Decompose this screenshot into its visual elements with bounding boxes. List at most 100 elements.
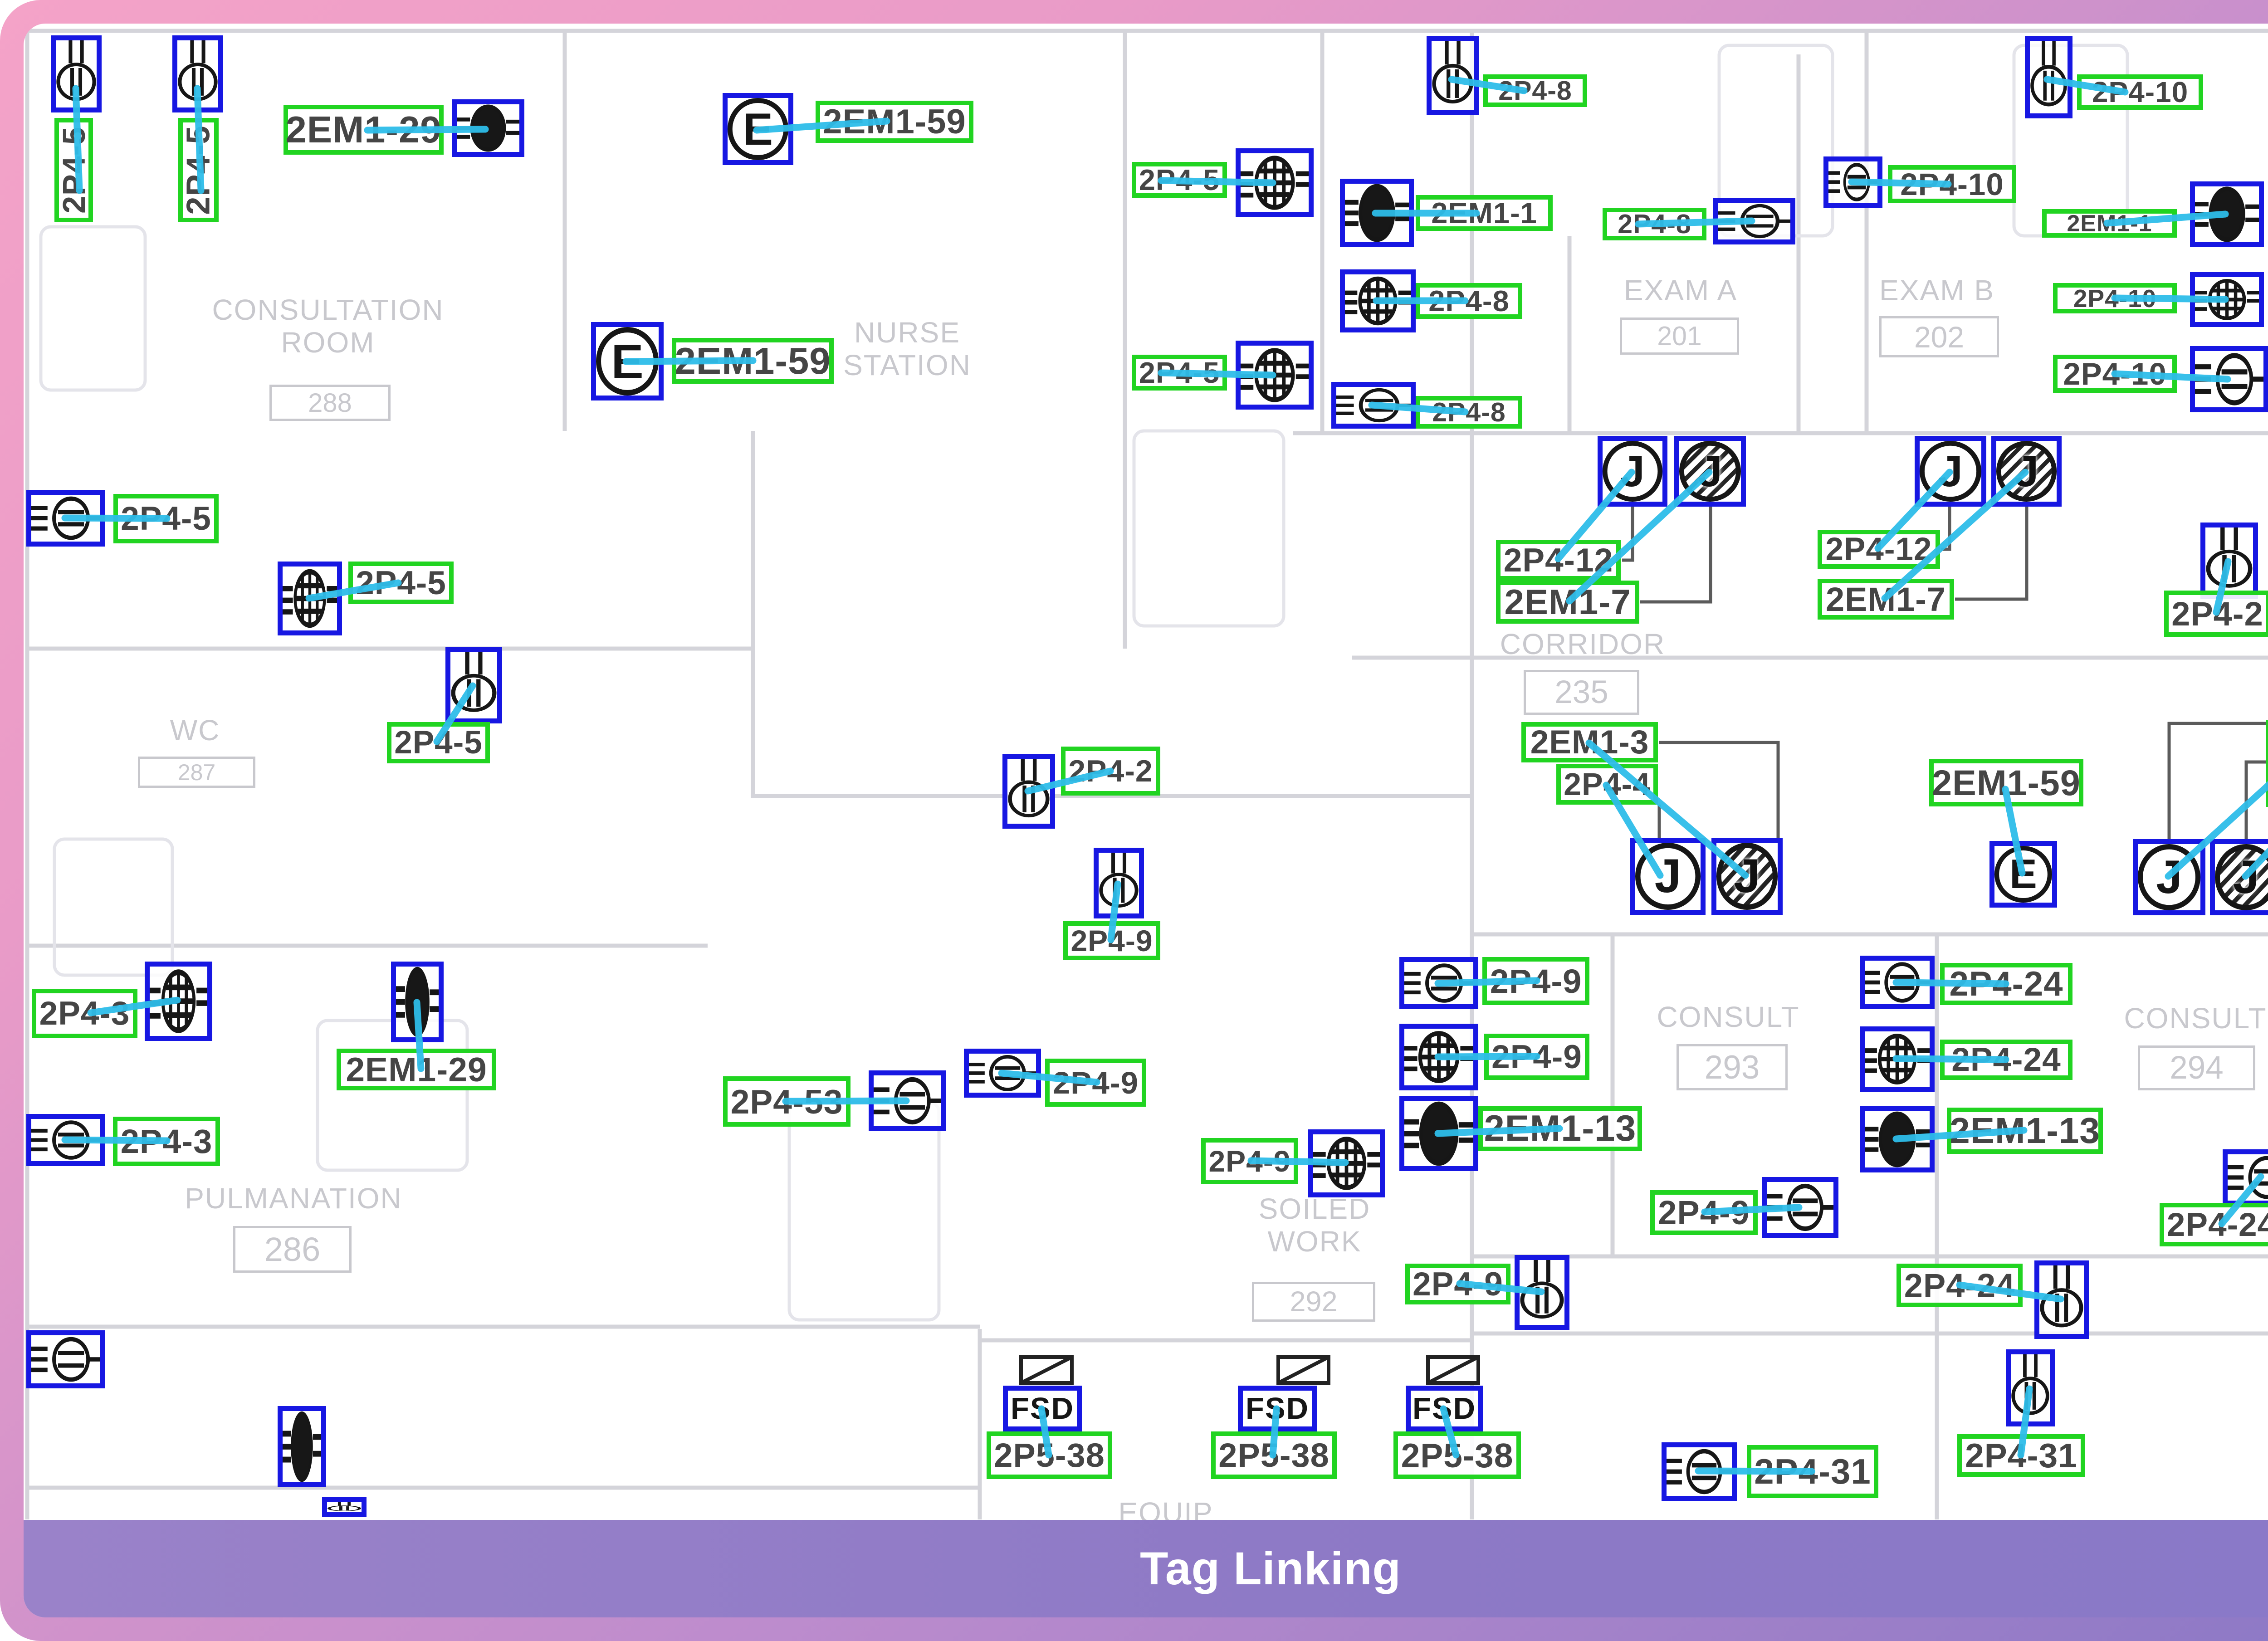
receptacle-duplex-symbol[interactable] (445, 647, 502, 723)
receptacle-duplex-symbol[interactable] (172, 35, 223, 112)
tag-label[interactable]: 2P4-9 (1484, 1034, 1589, 1080)
tag-label[interactable]: 2P4-53 (723, 1076, 850, 1127)
tag-label[interactable]: 2P4-9 (1482, 957, 1589, 1005)
tag-label[interactable]: 2P4-31 (1957, 1434, 2085, 1477)
receptacle-quad-symbol[interactable] (1340, 269, 1416, 332)
tag-label[interactable]: 2P4-8 (1483, 74, 1587, 107)
fire-smoke-damper-symbol[interactable]: FSD (1003, 1386, 1082, 1431)
receptacle-quad-symbol[interactable] (1236, 341, 1314, 410)
tag-label[interactable]: 2P4-24 (1940, 1040, 2072, 1080)
receptacle-recep-symbol[interactable] (1762, 1177, 1838, 1238)
tag-label[interactable]: 2P4-9 (1405, 1264, 1510, 1304)
receptacle-recep-symbol[interactable] (2223, 1149, 2268, 1206)
junction-box-symbol[interactable]: J (1915, 436, 1986, 507)
tag-label[interactable]: 2P4-5 (1132, 355, 1227, 391)
tag-label[interactable]: 2EM1-7 (1496, 581, 1639, 624)
receptacle-recep-symbol[interactable] (26, 490, 105, 547)
receptacle-recep-symbol[interactable] (964, 1049, 1041, 1098)
receptacle-filled-symbol[interactable] (1860, 1106, 1935, 1172)
tag-label[interactable]: 2P4-3 (32, 989, 137, 1038)
receptacle-quad-symbol[interactable] (278, 562, 342, 635)
fire-smoke-damper-symbol[interactable]: FSD (1238, 1386, 1317, 1431)
tag-label[interactable]: 2P4-5 (387, 722, 490, 763)
tag-label[interactable]: 2EM1-59 (672, 338, 834, 384)
receptacle-duplex-symbol[interactable] (2025, 36, 2072, 118)
tag-label[interactable]: 2EM1-29 (337, 1049, 496, 1090)
tag-label[interactable]: 2P4-9 (1063, 921, 1160, 960)
tag-label[interactable]: 2P4-5 (54, 118, 93, 222)
tag-label[interactable]: 2P4-8 (1603, 208, 1706, 240)
receptacle-recep-symbol[interactable] (1399, 957, 1478, 1009)
receptacle-filled-symbol[interactable] (452, 99, 524, 157)
tag-label[interactable]: 2P4-24 (1940, 963, 2072, 1005)
tag-label[interactable]: 2P4-4 (1556, 764, 1658, 805)
tag-label[interactable]: 2P4-2 (1061, 747, 1160, 796)
receptacle-quad-symbol[interactable] (2190, 272, 2264, 327)
tag-label[interactable]: 2EM1-7 (1818, 579, 1954, 620)
exit-device-symbol[interactable]: E (591, 322, 664, 400)
tag-label[interactable]: 2EM1-3 (1521, 722, 1658, 762)
tag-label[interactable]: 2P4-10 (1888, 165, 2016, 203)
tag-label[interactable]: 2EM1-13 (1947, 1108, 2103, 1154)
tag-label[interactable]: 2P4-5 (1132, 162, 1227, 198)
receptacle-filled-symbol[interactable] (278, 1406, 326, 1487)
tag-label[interactable]: 2P4-8 (1416, 283, 1522, 319)
tag-label[interactable]: 2P4-31 (1747, 1445, 1878, 1498)
receptacle-filled-symbol[interactable] (1340, 179, 1414, 247)
receptacle-filled-symbol[interactable] (1399, 1096, 1478, 1171)
receptacle-quad-symbol[interactable] (1860, 1026, 1935, 1092)
tag-label[interactable]: 2P5-38 (1393, 1431, 1521, 1479)
receptacle-recep-symbol[interactable] (26, 1330, 105, 1388)
receptacle-recep-symbol[interactable] (1713, 198, 1795, 244)
receptacle-recep-symbol[interactable] (26, 1114, 105, 1166)
junction-box-symbol[interactable]: J (1630, 838, 1706, 915)
tag-label[interactable]: 2EM1-59 (1929, 759, 2083, 806)
receptacle-duplex-symbol[interactable] (2006, 1349, 2055, 1426)
tag-label[interactable]: 2EM1-29 (284, 105, 444, 155)
junction-box-symbol[interactable]: J (1598, 436, 1667, 507)
receptacle-duplex-symbol[interactable] (2034, 1260, 2089, 1339)
receptacle-recep-symbol[interactable] (869, 1070, 946, 1131)
receptacle-quad-symbol[interactable] (1236, 148, 1314, 217)
fire-smoke-damper-symbol[interactable]: FSD (1406, 1386, 1483, 1431)
receptacle-filled-symbol[interactable] (391, 962, 444, 1042)
receptacle-duplex-symbol[interactable] (1002, 754, 1055, 829)
receptacle-duplex-symbol[interactable] (322, 1497, 367, 1517)
receptacle-recep-symbol[interactable] (1860, 956, 1935, 1009)
tag-label[interactable]: 2P5-38 (1211, 1431, 1337, 1479)
exit-device-symbol[interactable]: E (723, 93, 793, 165)
receptacle-recep-symbol[interactable] (2190, 346, 2268, 412)
receptacle-filled-symbol[interactable] (2190, 181, 2264, 247)
receptacle-quad-symbol[interactable] (145, 962, 212, 1041)
exit-device-symbol[interactable]: E (1989, 841, 2057, 908)
tag-label[interactable]: 2EM1-3 (2266, 758, 2268, 807)
tag-label[interactable]: 2P4-24 (2160, 1203, 2268, 1246)
receptacle-duplex-symbol[interactable] (1515, 1255, 1569, 1330)
receptacle-duplex-symbol[interactable] (2200, 523, 2258, 599)
receptacle-recep-symbol[interactable] (1662, 1442, 1737, 1501)
tag-label[interactable]: 2P4-3 (113, 1117, 220, 1166)
receptacle-recep-symbol[interactable] (1331, 382, 1416, 429)
tag-label[interactable]: 2P4-9 (1650, 1190, 1758, 1235)
tag-label[interactable]: 2P4-8 (1416, 396, 1522, 429)
receptacle-quad-symbol[interactable] (1399, 1024, 1478, 1090)
tag-label[interactable]: 2P4-10 (2077, 74, 2203, 110)
junction-box-hatched-symbol[interactable]: J (1991, 436, 2062, 507)
receptacle-duplex-symbol[interactable] (1094, 848, 1144, 918)
receptacle-recep-symbol[interactable] (1823, 156, 1882, 208)
tag-label[interactable]: 2EM1-59 (816, 101, 973, 143)
junction-box-hatched-symbol[interactable]: J (1674, 436, 1746, 507)
tag-label[interactable]: 2EM1-1 (2042, 209, 2177, 238)
tag-label[interactable]: 2P5-38 (987, 1431, 1112, 1479)
tag-label[interactable]: 2P4-9 (1201, 1138, 1298, 1184)
tag-label[interactable]: 2P4-10 (2053, 355, 2177, 393)
tag-label[interactable]: 2P4-24 (1897, 1264, 2023, 1307)
tag-label[interactable]: 2P4-4 (2266, 720, 2268, 759)
tag-label[interactable]: 2P4-5 (348, 562, 454, 604)
tag-label[interactable]: 2P4-5 (178, 118, 219, 222)
junction-box-symbol[interactable]: J (2133, 839, 2205, 915)
tag-label[interactable]: 2P4-12 (1818, 530, 1940, 569)
receptacle-quad-symbol[interactable] (1308, 1129, 1385, 1197)
receptacle-duplex-symbol[interactable] (51, 35, 102, 112)
tag-label[interactable]: 2P4-10 (2053, 283, 2177, 313)
